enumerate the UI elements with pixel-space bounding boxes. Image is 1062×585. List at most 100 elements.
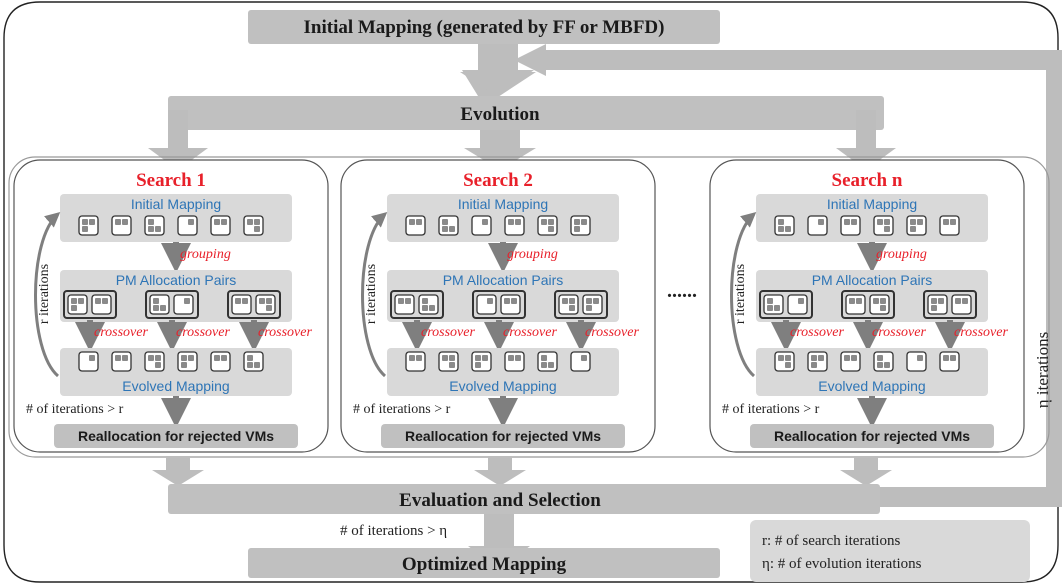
- pm-pair-frame: [472, 290, 526, 319]
- eta-iterations-label: η iterations: [1033, 332, 1052, 408]
- evolution-label: Evolution: [460, 104, 540, 125]
- arrow-evo-to-search-2: [464, 130, 536, 170]
- reallocation-label: Reallocation for rejected VMs: [774, 428, 970, 444]
- pm-icon: [210, 351, 231, 372]
- pm-icon: [500, 294, 521, 315]
- pm-icon: [177, 215, 198, 236]
- exit-condition: # of iterations > r: [26, 402, 124, 417]
- pm-icon: [504, 351, 525, 372]
- evaluation-bar: [168, 484, 880, 514]
- crossover-label: crossover: [421, 325, 475, 340]
- pm-icon: [763, 294, 784, 315]
- evolution-bar: [168, 96, 884, 130]
- pm-icon: [405, 351, 426, 372]
- r-iterations-label: r iterations: [37, 264, 52, 324]
- pm-icon: [418, 294, 439, 315]
- arrow-search2-to-eval: [474, 456, 526, 486]
- pm-icon: [807, 351, 828, 372]
- initial-mapping-label: Initial Mapping: [131, 196, 221, 212]
- reallocation-label: Reallocation for rejected VMs: [405, 428, 601, 444]
- pm-icon: [840, 351, 861, 372]
- pm-allocation-pairs-label: PM Allocation Pairs: [116, 272, 237, 288]
- pm-icon: [845, 294, 866, 315]
- optimized-mapping-box: [248, 548, 720, 578]
- pm-icon: [951, 294, 972, 315]
- evolved-mapping-label: Evolved Mapping: [449, 378, 556, 394]
- pm-icon: [91, 294, 112, 315]
- pm-icon: [927, 294, 948, 315]
- pm-icon: [243, 215, 264, 236]
- pm-icon: [394, 294, 415, 315]
- pm-icon: [144, 351, 165, 372]
- pm-icon: [210, 215, 231, 236]
- r-iterations-loop: [730, 212, 757, 378]
- pm-icon: [471, 215, 492, 236]
- pm-icon: [570, 351, 591, 372]
- pm-icon: [906, 215, 927, 236]
- exit-condition: # of iterations > r: [353, 402, 451, 417]
- pm-pair-frame: [227, 290, 281, 319]
- arrow-evo-to-search-1: [148, 110, 208, 170]
- pm-icon: [177, 351, 198, 372]
- arrow-to-evolution-body: [460, 44, 536, 97]
- initial-mapping-banner: [248, 10, 720, 44]
- pm-icon: [471, 351, 492, 372]
- pm-icon: [231, 294, 252, 315]
- pm-pair-frame: [554, 290, 608, 319]
- search-title: Search 2: [463, 170, 533, 191]
- eta-feedback-loop: [534, 50, 1062, 507]
- grouping-label: grouping: [876, 247, 927, 262]
- pm-pair-frame: [390, 290, 444, 319]
- evolved-mapping-label: Evolved Mapping: [818, 378, 925, 394]
- arrow-evo-to-search-n: [836, 110, 896, 170]
- crossover-label: crossover: [872, 325, 926, 340]
- pm-icon: [67, 294, 88, 315]
- pm-icon: [438, 215, 459, 236]
- searches-container: [8, 156, 1050, 458]
- legend-eta: η: # of evolution iterations: [762, 556, 922, 572]
- pm-icon: [939, 215, 960, 236]
- pm-icon: [558, 294, 579, 315]
- crossover-label: crossover: [176, 325, 230, 340]
- crossover-label: crossover: [503, 325, 557, 340]
- pm-icon: [787, 294, 808, 315]
- grouping-label: grouping: [507, 247, 558, 262]
- pm-icon: [476, 294, 497, 315]
- eta-feedback-arrowhead: [514, 44, 546, 76]
- arrow-searchn-to-eval: [840, 456, 892, 486]
- pm-icon: [438, 351, 459, 372]
- r-iterations-label: r iterations: [733, 264, 748, 324]
- initial-mapping-label: Initial Mapping: [458, 196, 548, 212]
- grouping-label: grouping: [180, 247, 231, 262]
- optimized-mapping-label: Optimized Mapping: [402, 554, 567, 575]
- search-title: Search n: [832, 170, 903, 191]
- pm-icon: [906, 351, 927, 372]
- pm-pair-frame: [759, 290, 813, 319]
- pm-icon: [570, 215, 591, 236]
- crossover-label: crossover: [258, 325, 312, 340]
- ellipsis: ......: [667, 280, 697, 302]
- arrow-search1-to-eval: [152, 456, 204, 486]
- r-iterations-label: r iterations: [364, 264, 379, 324]
- pm-icon: [504, 215, 525, 236]
- pm-icon: [873, 351, 894, 372]
- legend-r: r: # of search iterations: [762, 533, 900, 549]
- crossover-label: crossover: [585, 325, 639, 340]
- pm-icon: [873, 215, 894, 236]
- pm-icon: [405, 215, 426, 236]
- pm-allocation-pairs-label: PM Allocation Pairs: [443, 272, 564, 288]
- pm-icon: [111, 351, 132, 372]
- initial-mapping-label: Initial Mapping: [827, 196, 917, 212]
- crossover-label: crossover: [94, 325, 148, 340]
- pm-icon: [582, 294, 603, 315]
- pm-pair-frame: [145, 290, 199, 319]
- pm-icon: [939, 351, 960, 372]
- reallocation-box: [381, 424, 625, 448]
- reallocation-box: [750, 424, 994, 448]
- pm-icon: [774, 215, 795, 236]
- crossover-label: crossover: [790, 325, 844, 340]
